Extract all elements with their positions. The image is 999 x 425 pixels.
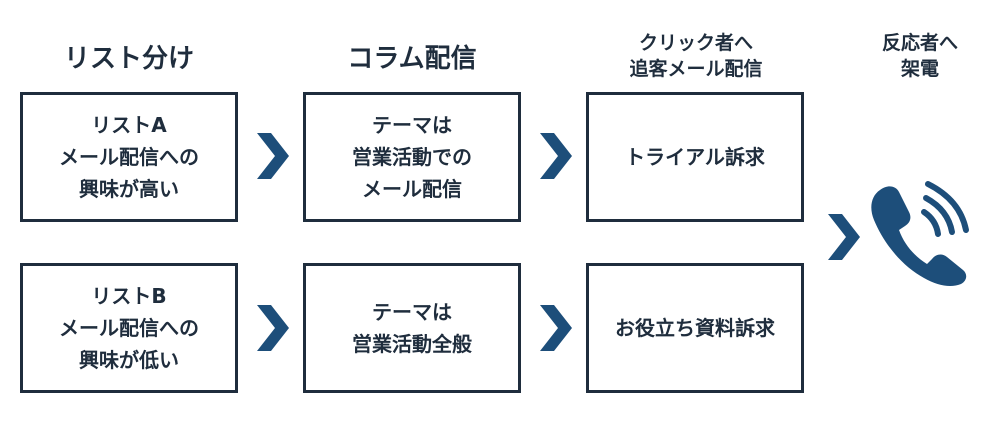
- box-appeal-a-text: トライアル訴求: [625, 145, 765, 169]
- box-appeal-a: トライアル訴求: [586, 92, 804, 222]
- box-list-a: リストA メール配信への 興味が高い: [20, 92, 238, 222]
- heading-list-split: リスト分け: [63, 44, 194, 74]
- chevron-right-icon: [828, 214, 860, 260]
- heading-click-followup: クリック者へ 追客メール配信: [629, 32, 763, 80]
- chevron-right-icon: [540, 305, 572, 351]
- box-column-a-text: テーマは 営業活動での メール配信: [352, 113, 472, 201]
- chevron-right-icon: [257, 133, 289, 179]
- box-column-b: テーマは 営業活動全般: [303, 263, 521, 393]
- heading-responder-call: 反応者へ 架電: [881, 32, 958, 80]
- box-appeal-b-text: お役立ち資料訴求: [615, 316, 775, 340]
- heading-column-delivery: コラム配信: [347, 44, 477, 74]
- chevron-right-icon: [540, 133, 572, 179]
- box-list-a-text: リストA メール配信への 興味が高い: [59, 113, 199, 201]
- chevron-right-icon: [257, 305, 289, 351]
- phone-call-icon: [871, 181, 969, 286]
- box-column-a: テーマは 営業活動での メール配信: [303, 92, 521, 222]
- box-column-b-text: テーマは 営業活動全般: [352, 300, 472, 356]
- box-list-b-text: リストB メール配信への 興味が低い: [59, 284, 199, 372]
- box-appeal-b: お役立ち資料訴求: [586, 263, 804, 393]
- box-list-b: リストB メール配信への 興味が低い: [20, 263, 238, 393]
